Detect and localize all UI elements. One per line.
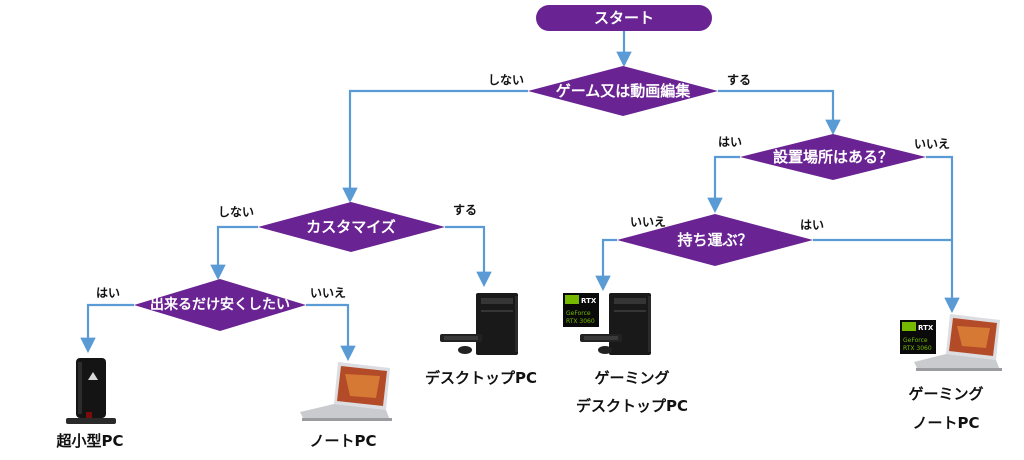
label-carry-yes: はい bbox=[800, 218, 824, 232]
result-labels: 超小型PC ノートPC デスクトップPC ゲーミング デスクトップPC ゲーミン… bbox=[55, 369, 983, 450]
decision-carry-label: 持ち運ぶ？ bbox=[677, 231, 752, 249]
edge-cheap-no bbox=[306, 303, 356, 362]
result-gaming-desktop-line2: デスクトップPC bbox=[576, 397, 688, 415]
label-cheap-no: いいえ bbox=[310, 286, 346, 300]
edge-place-no bbox=[926, 155, 960, 314]
gaming-desktop-icon: RTX GeForce RTX 3060 bbox=[563, 293, 651, 355]
result-mini-pc: 超小型PC bbox=[55, 432, 123, 450]
result-laptop: ノートPC bbox=[309, 432, 376, 450]
decision-place: 設置場所はある？ bbox=[740, 134, 926, 180]
edge-place-yes bbox=[707, 155, 740, 214]
decision-cheap: 出来るだけ安くしたい bbox=[134, 279, 306, 331]
mini-pc-icon bbox=[66, 358, 116, 424]
decision-custom-label: カスタマイズ bbox=[306, 218, 396, 236]
label-place-no: いいえ bbox=[914, 137, 950, 151]
decision-custom: カスタマイズ bbox=[258, 202, 445, 252]
result-gaming-desktop-line1: ゲーミング bbox=[594, 369, 669, 387]
start-node: スタート bbox=[536, 5, 712, 31]
edge-custom-yes bbox=[445, 225, 492, 288]
edge-game-no bbox=[342, 89, 528, 204]
decision-carry: 持ち運ぶ？ bbox=[617, 214, 813, 266]
label-cheap-yes: はい bbox=[96, 286, 120, 300]
edge-custom-no bbox=[210, 225, 258, 281]
edge-carry-no bbox=[595, 238, 617, 292]
label-game-yes: する bbox=[727, 73, 751, 87]
badge-chip-label-2: RTX bbox=[918, 324, 934, 332]
gaming-laptop-icon: RTX GeForce RTX 3060 bbox=[900, 314, 1002, 371]
result-gaming-laptop-line1: ゲーミング bbox=[908, 385, 983, 403]
edge-cheap-yes bbox=[80, 303, 134, 354]
connectors bbox=[80, 30, 960, 362]
result-desktop: デスクトップPC bbox=[425, 369, 537, 387]
start-label: スタート bbox=[594, 9, 654, 27]
decision-place-label: 設置場所はある？ bbox=[773, 148, 893, 166]
geforce-rtx-badge-icon: RTX GeForce RTX 3060 bbox=[563, 293, 599, 327]
label-game-no: しない bbox=[488, 73, 524, 87]
label-custom-no: しない bbox=[218, 205, 254, 219]
laptop-icon bbox=[300, 362, 392, 421]
geforce-rtx-badge-icon: RTX GeForce RTX 3060 bbox=[900, 320, 936, 354]
desktop-pc-icon bbox=[440, 293, 518, 355]
label-carry-no: いいえ bbox=[630, 215, 666, 229]
badge-brand-label: GeForce bbox=[566, 310, 591, 317]
decision-game-label: ゲーム又は動画編集 bbox=[556, 82, 692, 100]
badge-brand-label-2: GeForce bbox=[903, 337, 928, 344]
badge-chip-label: RTX bbox=[581, 297, 597, 305]
edge-game-yes bbox=[718, 89, 841, 136]
badge-model-label-2: RTX 3060 bbox=[903, 345, 932, 352]
edge-labels: しない する はい いいえ しない する いいえ はい はい いいえ bbox=[96, 73, 950, 300]
label-place-yes: はい bbox=[718, 135, 742, 149]
decision-game: ゲーム又は動画編集 bbox=[528, 66, 718, 116]
decision-cheap-label: 出来るだけ安くしたい bbox=[150, 296, 290, 313]
result-gaming-laptop-line2: ノートPC bbox=[912, 414, 979, 432]
label-custom-yes: する bbox=[453, 203, 477, 217]
badge-model-label: RTX 3060 bbox=[566, 318, 595, 325]
